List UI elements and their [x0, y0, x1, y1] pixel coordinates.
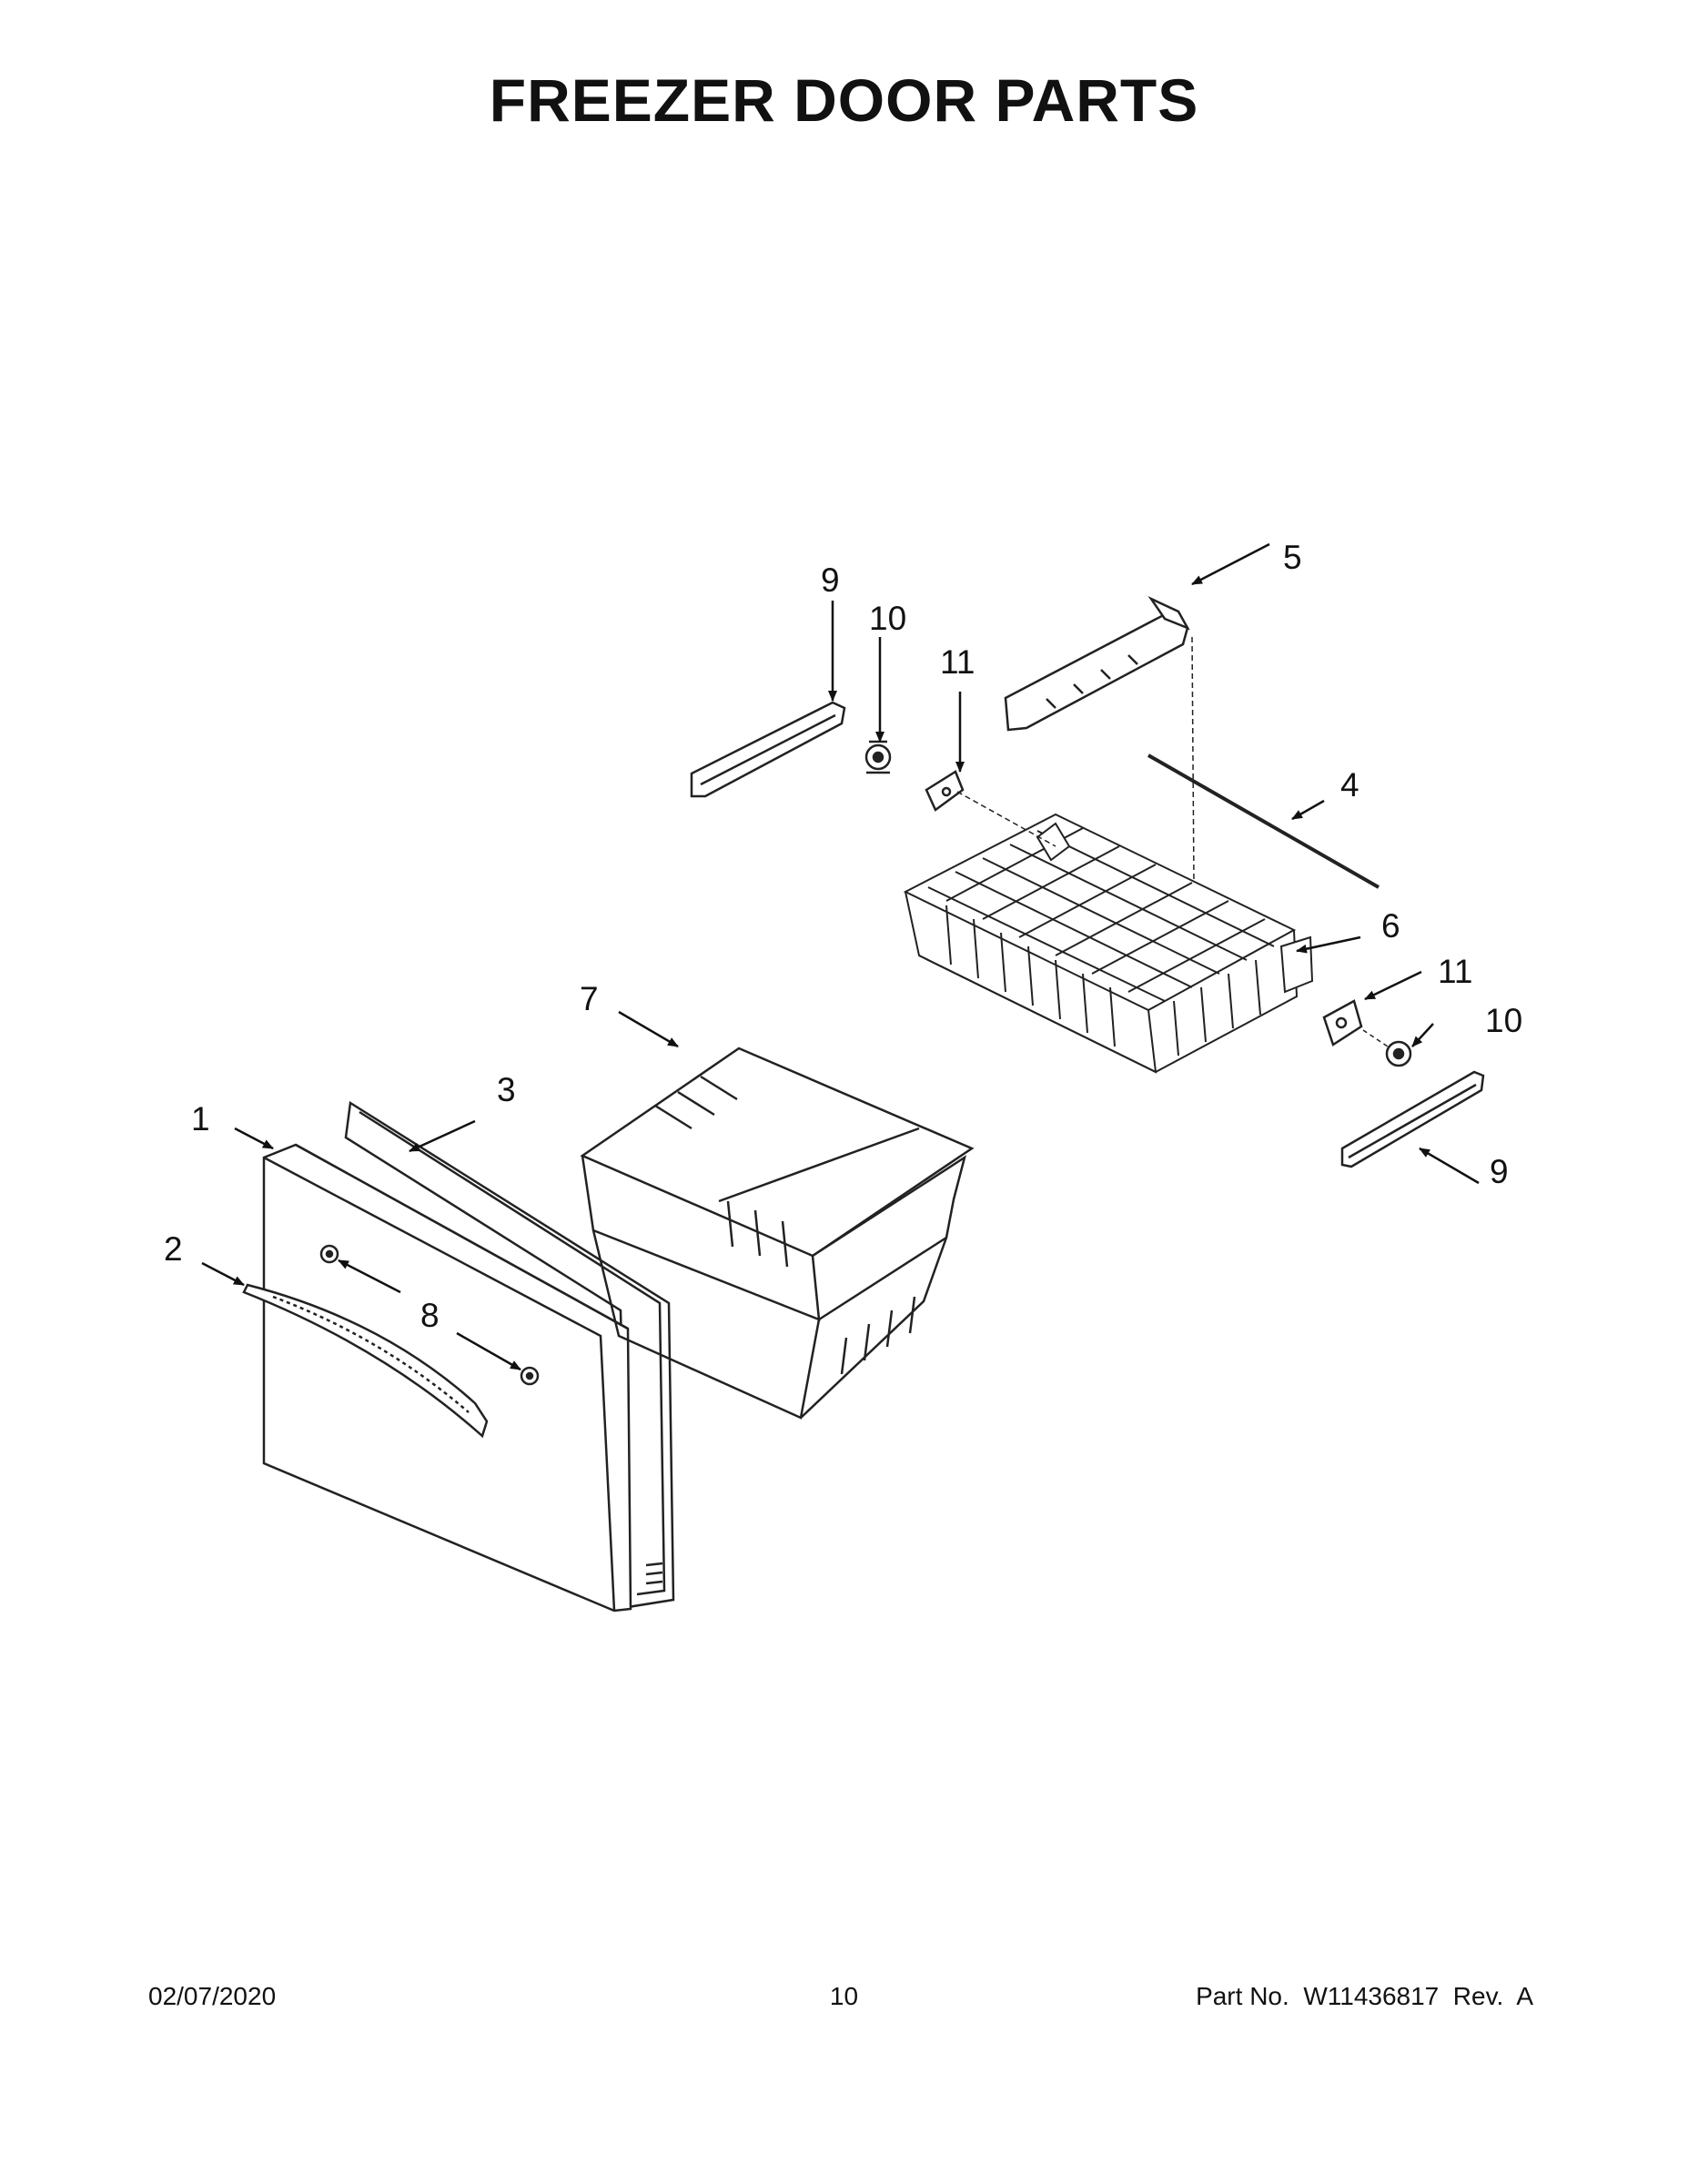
callout-9-upper: 9 [821, 561, 840, 599]
footer-date: 02/07/2020 [148, 1982, 277, 2010]
callout-9-lower: 9 [1490, 1153, 1509, 1190]
gear-part-lower [1362, 1029, 1412, 1067]
callout-11-upper: 11 [940, 643, 975, 681]
door-panel-part [262, 1143, 632, 1613]
callout-8: 8 [420, 1297, 440, 1334]
callout-10-upper: 10 [869, 600, 906, 637]
gear-part-upper [864, 740, 892, 774]
door-handle-part [242, 1283, 489, 1439]
freezer-bin-part [580, 1046, 975, 1420]
slide-rail-part-lower [1340, 1070, 1485, 1168]
callout-1: 1 [191, 1100, 210, 1138]
screw-part-b [520, 1366, 540, 1386]
screw-part-a [319, 1244, 339, 1264]
basket-rod-part [1147, 753, 1380, 889]
callout-11-lower: 11 [1438, 953, 1472, 990]
callout-6: 6 [1381, 907, 1400, 945]
bracket-part-lower [1322, 999, 1363, 1046]
callout-2: 2 [164, 1230, 183, 1268]
wire-basket-part [903, 813, 1314, 1074]
callout-7: 7 [580, 980, 599, 1017]
callout-5: 5 [1283, 539, 1302, 576]
footer-page-number: 10 [829, 1982, 859, 2010]
bracket-part-upper [925, 770, 1056, 847]
divider-part [1004, 595, 1195, 884]
slide-rail-part-upper [690, 701, 846, 798]
callout-3: 3 [497, 1071, 516, 1108]
callout-4: 4 [1340, 766, 1359, 804]
page-title: FREEZER DOOR PARTS [489, 66, 1199, 134]
footer-part-number: Part No. W11436817 Rev. A [1196, 1982, 1533, 2010]
callout-arrows [201, 542, 1480, 1371]
callout-10-lower: 10 [1485, 1002, 1522, 1039]
